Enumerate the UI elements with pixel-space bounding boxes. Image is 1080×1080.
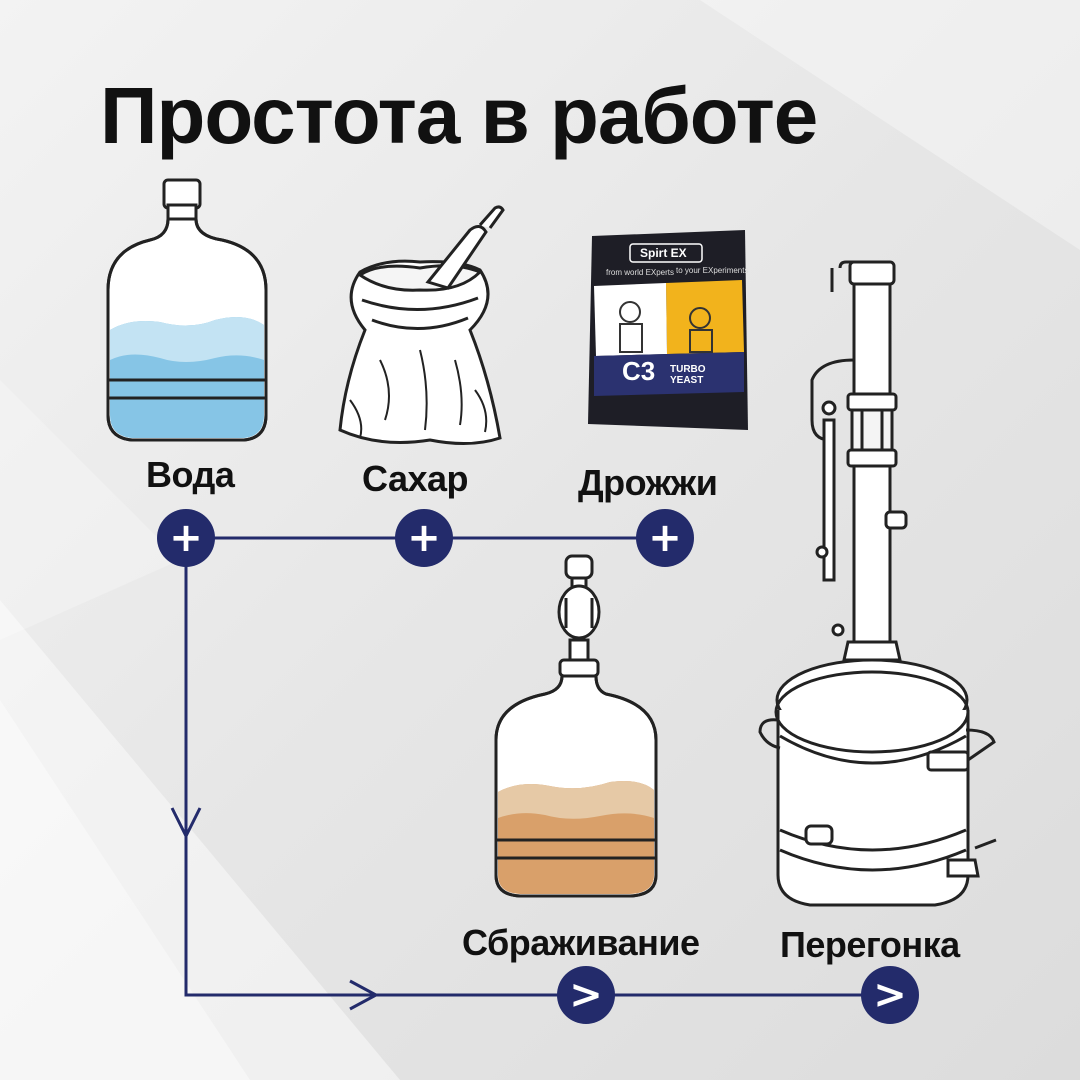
package-left-tagline: from world EXperts — [606, 268, 675, 277]
plus-icon: + — [157, 509, 215, 567]
page-title: Простота в работе — [100, 71, 818, 160]
distiller-icon — [758, 260, 997, 907]
down-arrow-icon — [170, 807, 202, 840]
right-arrow-icon — [349, 979, 380, 1011]
package-brand: Spirt EX — [640, 246, 687, 260]
package-product-code: C3 — [622, 356, 656, 386]
yeast-sachet-icon — [588, 230, 748, 430]
plus-icon: + — [395, 509, 453, 567]
step-label-fermentation: Сбраживание — [462, 922, 700, 963]
water-bottle-icon — [106, 178, 268, 442]
step-label-yeast: Дрожжи — [578, 462, 718, 503]
step-label-distillation: Перегонка — [780, 924, 960, 965]
sugar-sack-icon — [338, 205, 505, 446]
step-label-sugar: Сахар — [362, 458, 469, 499]
plus-icon: + — [636, 509, 694, 567]
next-arrow-icon: > — [861, 966, 919, 1024]
next-arrow-icon: > — [557, 966, 615, 1024]
step-label-water: Вода — [146, 454, 235, 495]
package-product-name: TURBO YEAST — [670, 364, 706, 386]
fermentation-jar-icon — [494, 554, 658, 898]
package-right-tagline: to your EXperiments — [676, 266, 749, 275]
